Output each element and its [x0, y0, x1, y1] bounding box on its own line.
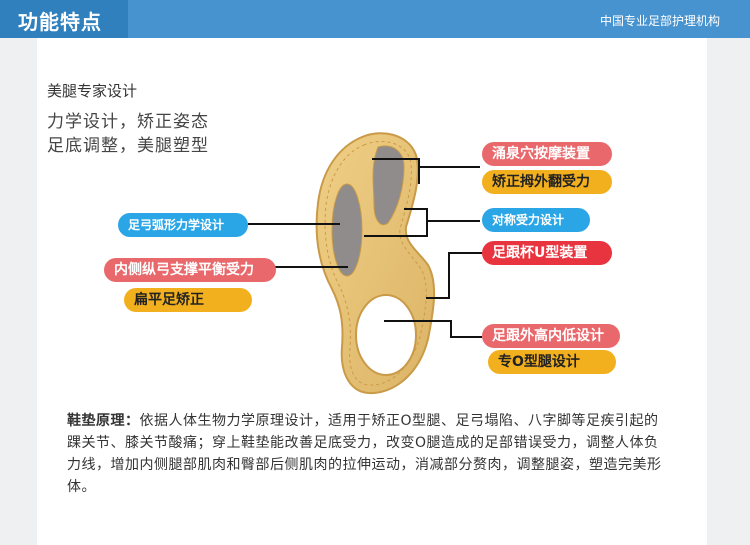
arch-pad: [331, 183, 363, 277]
callout-yongquan-massage: 涌泉穴按摩装置: [482, 142, 612, 166]
insole-stitch: [324, 141, 427, 386]
header-subtitle: 中国专业足部护理机构: [599, 14, 720, 28]
intro-text: 力学设计，矫正姿态 足底调整，美腿塑型: [47, 110, 209, 158]
connector-line: [426, 208, 428, 236]
insole-principle-description: 鞋垫原理：依据人体生物力学原理设计，适用于矫正O型腿、足弓塌陷、八字脚等足疾引起…: [67, 410, 667, 498]
callout-heel-cup: 足跟杯U型装置: [482, 241, 612, 265]
connector-line: [426, 220, 480, 222]
callout-flatfoot: 扁平足矫正: [124, 288, 252, 312]
callout-hallux-valgus: 矫正拇外翻受力: [482, 170, 612, 194]
connector-line: [450, 320, 452, 337]
callout-o-leg: 专O型腿设计: [488, 350, 616, 374]
callout-arch-mechanics: 足弓弧形力学设计: [118, 213, 248, 237]
header-subtitle-block: 中国专业足部护理机构: [128, 0, 750, 38]
connector-line: [418, 166, 480, 168]
header-title-block: 功能特点: [0, 0, 128, 38]
connector-line: [272, 266, 348, 268]
description-text: 依据人体生物力学原理设计，适用于矫正O型腿、足弓塌陷、八字脚等足疾引起的踝关节、…: [67, 413, 662, 495]
header-bar: 功能特点 中国专业足部护理机构: [0, 0, 750, 38]
connector-line: [426, 297, 450, 299]
description-label: 鞋垫原理：: [67, 413, 140, 429]
connector-line: [404, 208, 426, 210]
connector-line: [384, 320, 452, 322]
connector-line: [364, 235, 428, 237]
connector-line: [448, 252, 482, 254]
insole-illustration: [315, 132, 436, 395]
connector-line: [248, 223, 340, 225]
connector-line: [450, 336, 482, 338]
forefoot-pad: [372, 145, 405, 226]
intro-line-2: 足底调整，美腿塑型: [47, 136, 209, 156]
connector-line: [418, 158, 420, 184]
callout-symmetric-force: 对称受力设计: [482, 208, 590, 232]
section-title: 美腿专家设计: [47, 82, 138, 100]
callout-heel-outer-high: 足跟外高内低设计: [482, 324, 620, 348]
connector-line: [372, 158, 420, 160]
callout-medial-arch: 内侧纵弓支撑平衡受力: [104, 258, 276, 282]
connector-line: [448, 252, 450, 298]
heel-cup-hole: [355, 294, 417, 376]
page-title: 功能特点: [18, 10, 102, 34]
intro-line-1: 力学设计，矫正姿态: [47, 112, 209, 132]
